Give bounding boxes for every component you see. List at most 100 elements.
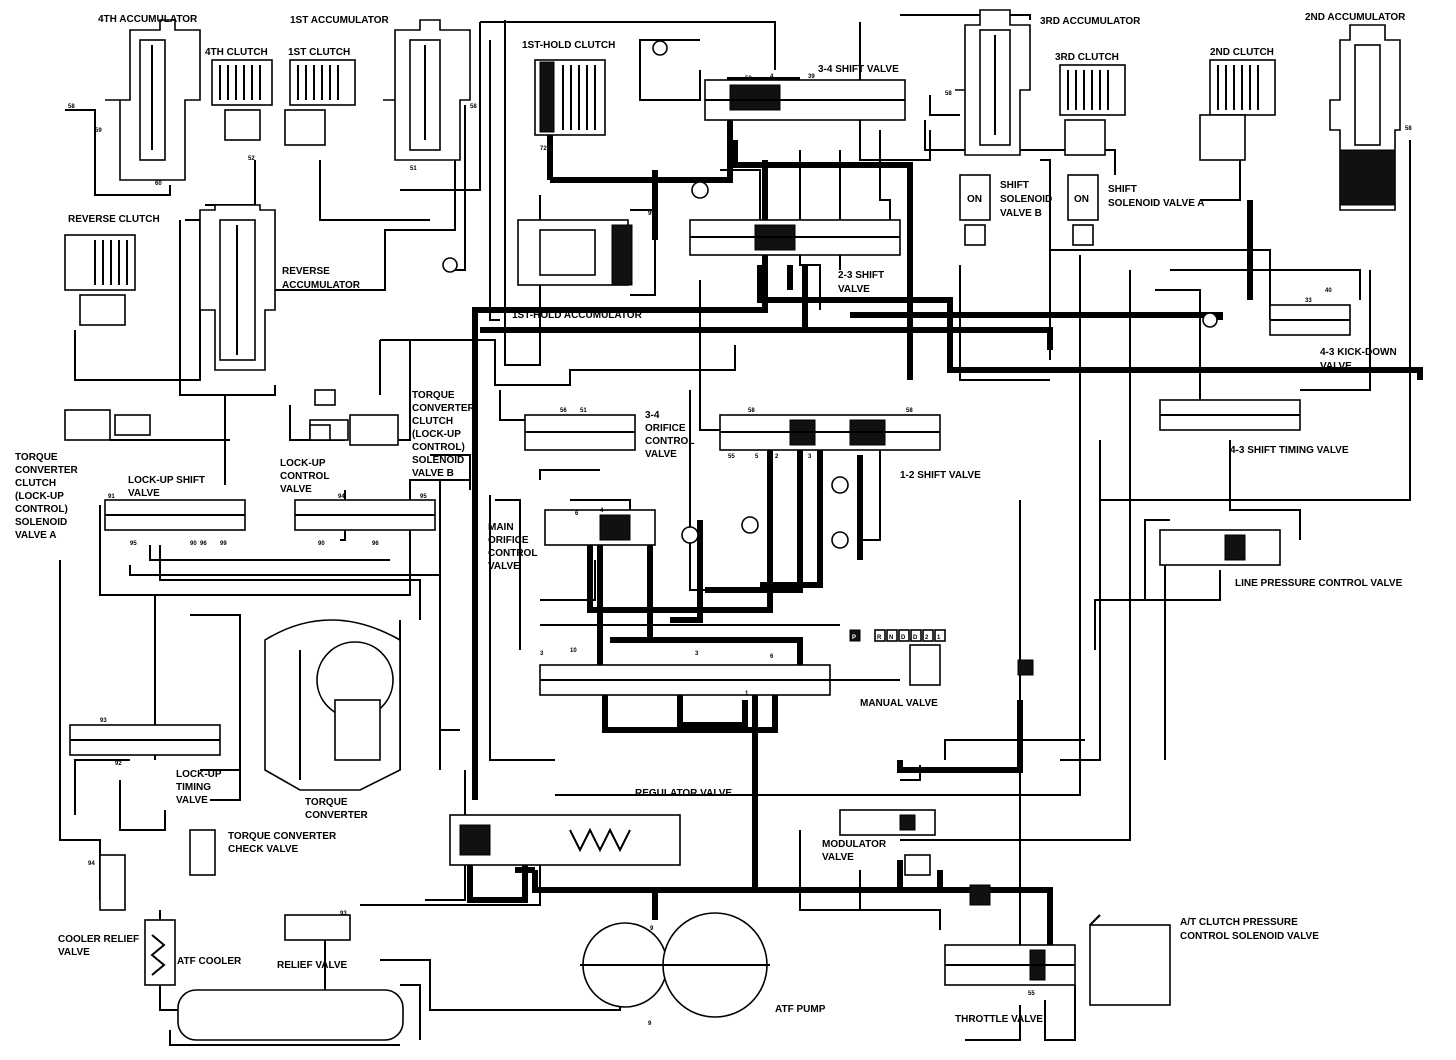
label-tc-b-6: VALVE B	[412, 468, 454, 479]
port-number: 99	[648, 211, 655, 217]
label-lockup-shift-0: LOCK-UP SHIFT	[128, 475, 205, 486]
label-reverse-acc-2: ACCUMULATOR	[282, 280, 361, 291]
gear-position-indicator: P R N D D 2 1	[849, 629, 946, 642]
port-number: 1	[745, 691, 749, 697]
label-tc-a-5: SOLENOID	[15, 517, 67, 528]
label-main-orifice-0: MAIN	[488, 522, 514, 533]
label-4-3-timing: 4-3 SHIFT TIMING VALVE	[1230, 445, 1349, 456]
label-tc-a-3: (LOCK-UP	[15, 491, 64, 502]
label-throttle-valve: THROTTLE VALVE	[955, 1014, 1043, 1025]
lock-up-shift-valve	[104, 499, 246, 531]
label-lockup-timing-0: LOCK-UP	[176, 769, 222, 780]
clutch-2nd	[1199, 59, 1276, 161]
port-number: 52	[248, 156, 255, 162]
label-at-clutch-1: CONTROL SOLENOID VALVE	[1180, 931, 1319, 942]
check-valves	[309, 40, 1218, 906]
clutch-3rd	[1059, 64, 1126, 156]
label-main-orifice-3: VALVE	[488, 561, 520, 572]
label-tc-b-4: CONTROL)	[412, 442, 465, 453]
at-clutch-pressure-solenoid	[1089, 914, 1171, 1006]
label-2nd-clutch: 2ND CLUTCH	[1210, 47, 1274, 58]
port-number: 58	[1405, 126, 1412, 132]
port-numbers: 58 58 59 60 52 51 58 58 72 99 4 58 39 51…	[68, 74, 1412, 1027]
orifice-control-valve-34	[524, 414, 636, 451]
clutch-4th	[211, 59, 273, 141]
lock-up-timing-valve	[69, 724, 221, 756]
port-number: 33	[1305, 298, 1312, 304]
port-number: 39	[808, 74, 815, 80]
label-kickdown-2: VALVE	[1320, 361, 1352, 372]
kickdown-valve-43	[1269, 304, 1351, 336]
port-number: 96	[200, 541, 207, 547]
label-3-4-shift-valve: 3-4 SHIFT VALVE	[818, 64, 899, 75]
port-number: 4	[770, 74, 774, 80]
port-number: 58	[945, 91, 952, 97]
shift-valve-12	[719, 414, 941, 451]
shift-valve-23	[689, 219, 901, 256]
label-orifice34-3: VALVE	[645, 449, 677, 460]
port-number: 55	[728, 454, 735, 460]
label-1st-accumulator: 1ST ACCUMULATOR	[290, 15, 389, 26]
port-number: 3	[695, 651, 699, 657]
label-torque-conv-0: TORQUE	[305, 797, 348, 808]
tc-check-valve	[189, 829, 216, 876]
label-at-clutch-0: A/T CLUTCH PRESSURE	[1180, 917, 1298, 928]
port-number: 58	[470, 104, 477, 110]
port-number: 40	[1325, 288, 1332, 294]
label-lockup-control-0: LOCK-UP	[280, 458, 326, 469]
label-tc-b-0: TORQUE	[412, 390, 455, 401]
label-lockup-timing-2: VALVE	[176, 795, 208, 806]
label-tc-check-0: TORQUE CONVERTER	[228, 831, 337, 842]
torque-converter	[264, 619, 401, 791]
label-line-pressure: LINE PRESSURE CONTROL VALVE	[1235, 578, 1403, 589]
port-number: 93	[340, 911, 347, 917]
relief-valve	[284, 914, 351, 941]
gear-P: P	[852, 635, 856, 641]
throttle-valve	[944, 944, 1076, 986]
label-reverse-clutch: REVERSE CLUTCH	[68, 214, 160, 225]
accumulator-2nd	[1329, 24, 1401, 211]
solenoid-b-on: ON	[967, 194, 982, 205]
port-number: 3	[540, 651, 544, 657]
shift-solenoid-valve-a: ON	[1067, 174, 1099, 246]
gear-N: N	[889, 635, 893, 641]
atf-pump	[580, 912, 770, 1018]
clutch-1st	[284, 59, 356, 146]
label-lockup-control-1: CONTROL	[280, 471, 329, 482]
label-orifice34-0: 3-4	[645, 410, 660, 421]
label-modulator-1: VALVE	[822, 852, 854, 863]
label-reverse-acc-1: REVERSE	[282, 266, 330, 277]
port-number: 10	[570, 648, 577, 654]
port-number: 6	[770, 654, 774, 660]
port-number: 93	[100, 718, 107, 724]
label-kickdown-1: 4-3 KICK-DOWN	[1320, 347, 1397, 358]
port-number: 58	[68, 104, 75, 110]
label-1st-hold-accumulator: 1ST-HOLD ACCUMULATOR	[512, 310, 643, 321]
accumulator-1st	[383, 19, 471, 161]
port-number: 90	[190, 541, 197, 547]
label-main-orifice-1: ORIFICE	[488, 535, 529, 546]
port-number: 51	[410, 166, 417, 172]
accumulator-1st-hold	[517, 209, 656, 296]
port-number: 91	[108, 494, 115, 500]
port-number: 59	[95, 128, 102, 134]
label-lockup-timing-1: TIMING	[176, 782, 211, 793]
line-pressure-control-valve	[1159, 529, 1281, 566]
solenoid-a-on: ON	[1074, 194, 1089, 205]
label-1-2-shift-valve: 1-2 SHIFT VALVE	[900, 470, 981, 481]
label-tc-b-2: CLUTCH	[412, 416, 453, 427]
regulator-valve	[449, 814, 681, 866]
oil-reservoir	[177, 989, 404, 1041]
label-tc-b-3: (LOCK-UP	[412, 429, 461, 440]
port-number: 51	[580, 408, 587, 414]
label-solenoid-a-1: SHIFT	[1108, 184, 1137, 195]
main-orifice-control-valve	[544, 509, 656, 546]
label-cooler-relief-0: COOLER RELIEF	[58, 934, 139, 945]
label-solenoid-b-2: SOLENOID	[1000, 194, 1052, 205]
gear-1: 1	[937, 635, 941, 641]
manual-valve	[539, 644, 941, 696]
accumulator-4th	[105, 19, 201, 181]
port-number: 94	[88, 861, 95, 867]
port-number: 58	[745, 76, 752, 82]
